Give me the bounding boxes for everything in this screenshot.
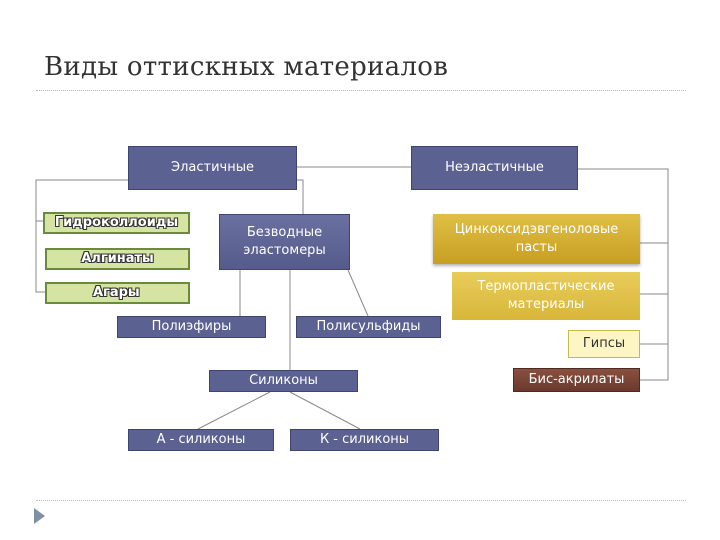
node-silicones-label: Силиконы bbox=[249, 373, 318, 388]
node-thermo-label-line1: Термопластические bbox=[477, 279, 615, 294]
node-agars-label: Агары bbox=[93, 285, 140, 300]
footer-divider bbox=[36, 500, 686, 501]
node-k-silicones: К - силиконы bbox=[290, 429, 439, 451]
node-a-silicones: А - силиконы bbox=[128, 429, 274, 451]
node-polyethers: Полиэфиры bbox=[117, 316, 266, 338]
node-anhydrous-label-line2: эластомеры bbox=[243, 243, 326, 258]
node-polysulfides: Полисульфиды bbox=[296, 316, 441, 338]
node-k-silicones-label: К - силиконы bbox=[319, 432, 410, 447]
triangle-right-icon[interactable] bbox=[34, 508, 45, 524]
node-zinc-oxide-eugenol: Цинкоксидэвгеноловые пасты bbox=[433, 214, 640, 264]
node-alginates-label: Алгинаты bbox=[81, 251, 154, 266]
node-a-silicones-label: А - силиконы bbox=[156, 432, 246, 447]
connector-inelastic-right bbox=[578, 168, 669, 381]
node-elastic: Эластичные bbox=[128, 146, 297, 190]
node-polyethers-label: Полиэфиры bbox=[151, 319, 232, 334]
node-alginates: Алгинаты bbox=[45, 248, 190, 270]
connector-silicones-a bbox=[197, 391, 271, 430]
node-zinc-label-line1: Цинкоксидэвгеноловые bbox=[454, 222, 619, 237]
node-gypsum: Гипсы bbox=[568, 330, 640, 358]
node-hydrocolloids-label: Гидроколлоиды bbox=[54, 215, 179, 230]
node-polysulfides-label: Полисульфиды bbox=[316, 319, 421, 334]
connector-anhydrous-polysulfides bbox=[347, 269, 369, 317]
node-gypsum-label: Гипсы bbox=[582, 336, 626, 351]
node-hydrocolloids: Гидроколлоиды bbox=[43, 212, 190, 234]
connector-silicones-k bbox=[289, 391, 361, 430]
node-agars: Агары bbox=[45, 282, 190, 304]
node-zinc-label-line2: пасты bbox=[515, 240, 558, 255]
slide-title: Виды оттискных материалов bbox=[44, 52, 449, 82]
node-silicones: Силиконы bbox=[209, 370, 358, 392]
node-bis-acrylates: Бис-акрилаты bbox=[513, 368, 640, 392]
node-inelastic-label: Неэластичные bbox=[445, 160, 544, 175]
node-elastic-label: Эластичные bbox=[171, 160, 254, 175]
connector-elastic-hydrocolloids bbox=[35, 179, 128, 293]
node-anhydrous-label-line1: Безводные bbox=[246, 225, 323, 240]
node-anhydrous-elastomers: Безводные эластомеры bbox=[219, 214, 350, 270]
node-inelastic: Неэластичные bbox=[411, 146, 578, 190]
node-bis-acrylates-label: Бис-акрилаты bbox=[528, 372, 625, 387]
node-thermoplastic: Термопластические материалы bbox=[452, 272, 640, 320]
node-thermo-label-line2: материалы bbox=[507, 297, 585, 312]
connector-elastic-anhydrous bbox=[297, 179, 304, 214]
title-divider bbox=[36, 90, 686, 91]
